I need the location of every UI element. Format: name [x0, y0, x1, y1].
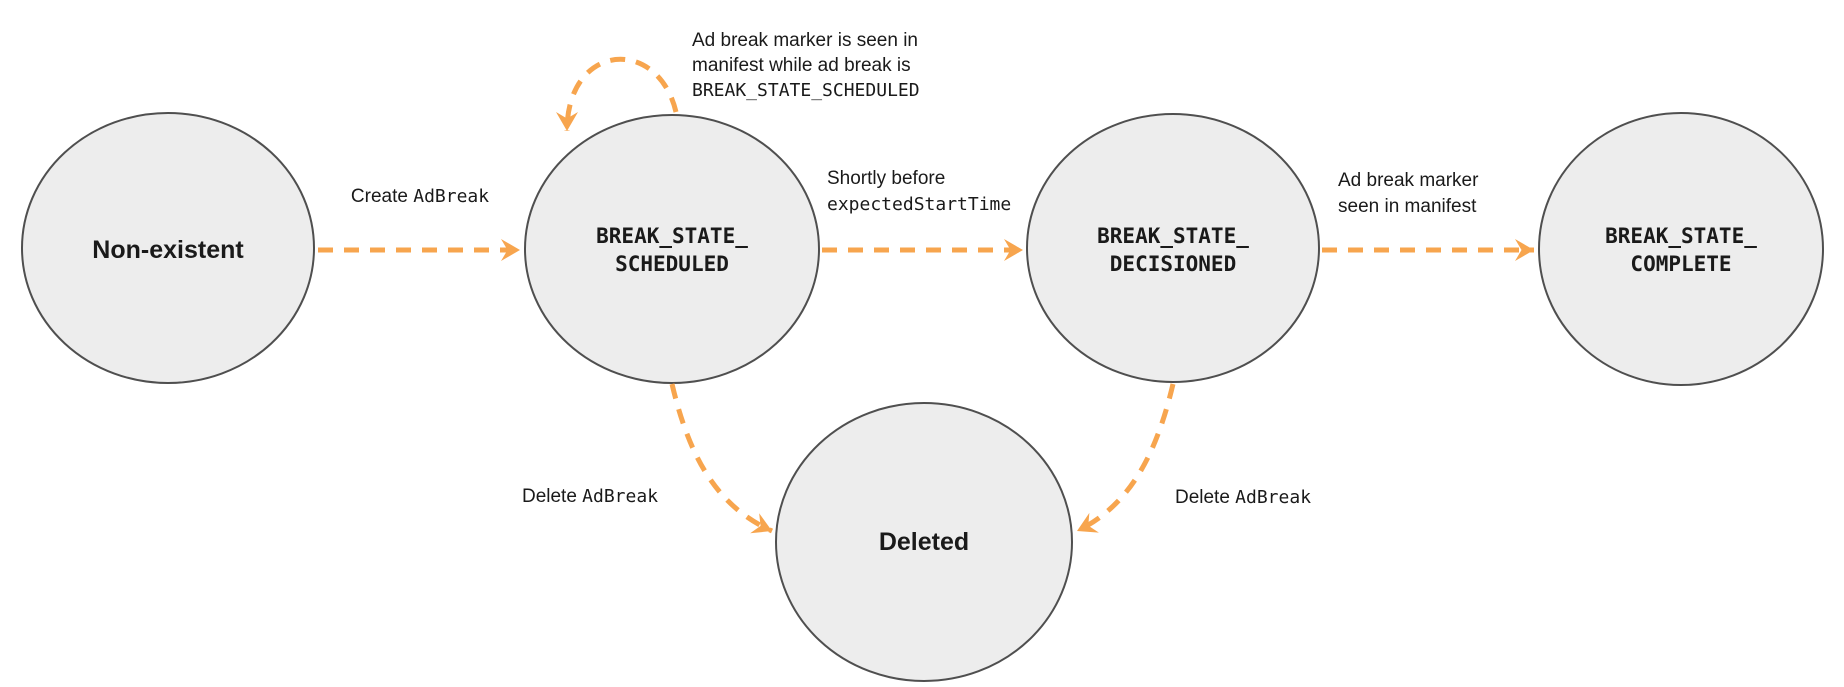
state-label-scheduled-line1: BREAK_STATE_: [596, 224, 748, 248]
state-circle-scheduled: [524, 114, 820, 384]
transition-label-delete-scheduled-code: AdBreak: [582, 486, 659, 507]
transition-label-shortly-before-line2: expectedStartTime: [827, 194, 1012, 215]
state-label-non-existent: Non-existent: [92, 236, 244, 264]
transition-label-self-loop-line2: manifest while ad break is: [692, 55, 911, 76]
state-label-scheduled: BREAK_STATE_ SCHEDULED: [596, 222, 748, 278]
transition-label-create: Create AdBreak: [351, 184, 489, 210]
state-label-decisioned: BREAK_STATE_ DECISIONED: [1097, 222, 1249, 278]
transition-arrow-delete-from-scheduled: [669, 383, 774, 534]
transition-label-delete-decisioned-plain: Delete: [1174, 487, 1230, 508]
transition-label-create-plain: Create: [350, 186, 408, 207]
transition-label-delete-decisioned-code: AdBreak: [1235, 487, 1312, 508]
state-label-complete-line2: COMPLETE: [1630, 252, 1732, 276]
transition-label-delete-scheduled-plain: Delete: [521, 486, 577, 507]
state-circle-non-existent: [21, 112, 315, 384]
state-label-decisioned-line1: BREAK_STATE_: [1097, 224, 1249, 248]
transition-label-marker-seen: Ad break marker seen in manifest: [1338, 168, 1478, 220]
state-circle-deleted: [775, 402, 1073, 682]
state-label-complete-line1: BREAK_STATE_: [1605, 224, 1757, 248]
transition-label-marker-seen-line1: Ad break marker: [1338, 170, 1479, 191]
transition-label-delete-from-scheduled: Delete AdBreak: [522, 484, 658, 510]
transition-label-self-loop-line3: BREAK_STATE_SCHEDULED: [692, 80, 920, 101]
transition-arrow-self-loop: [556, 56, 679, 132]
state-circle-decisioned: [1026, 113, 1320, 383]
state-label-scheduled-line2: SCHEDULED: [615, 252, 729, 276]
state-label-deleted: Deleted: [878, 528, 970, 556]
transition-label-delete-from-decisioned: Delete AdBreak: [1175, 485, 1311, 511]
state-circle-complete: [1538, 112, 1824, 386]
transition-label-self-loop: Ad break marker is seen in manifest whil…: [692, 28, 920, 103]
state-label-complete: BREAK_STATE_ COMPLETE: [1605, 222, 1757, 278]
transition-label-shortly-before: Shortly before expectedStartTime: [827, 166, 1011, 218]
transition-label-self-loop-line1: Ad break marker is seen in: [692, 30, 918, 51]
transition-label-marker-seen-line2: seen in manifest: [1338, 196, 1477, 217]
state-label-decisioned-line2: DECISIONED: [1109, 252, 1237, 276]
transition-label-shortly-before-line1: Shortly before: [827, 168, 946, 189]
transition-label-create-code: AdBreak: [413, 186, 490, 207]
transition-arrow-delete-from-decisioned: [1075, 383, 1176, 534]
